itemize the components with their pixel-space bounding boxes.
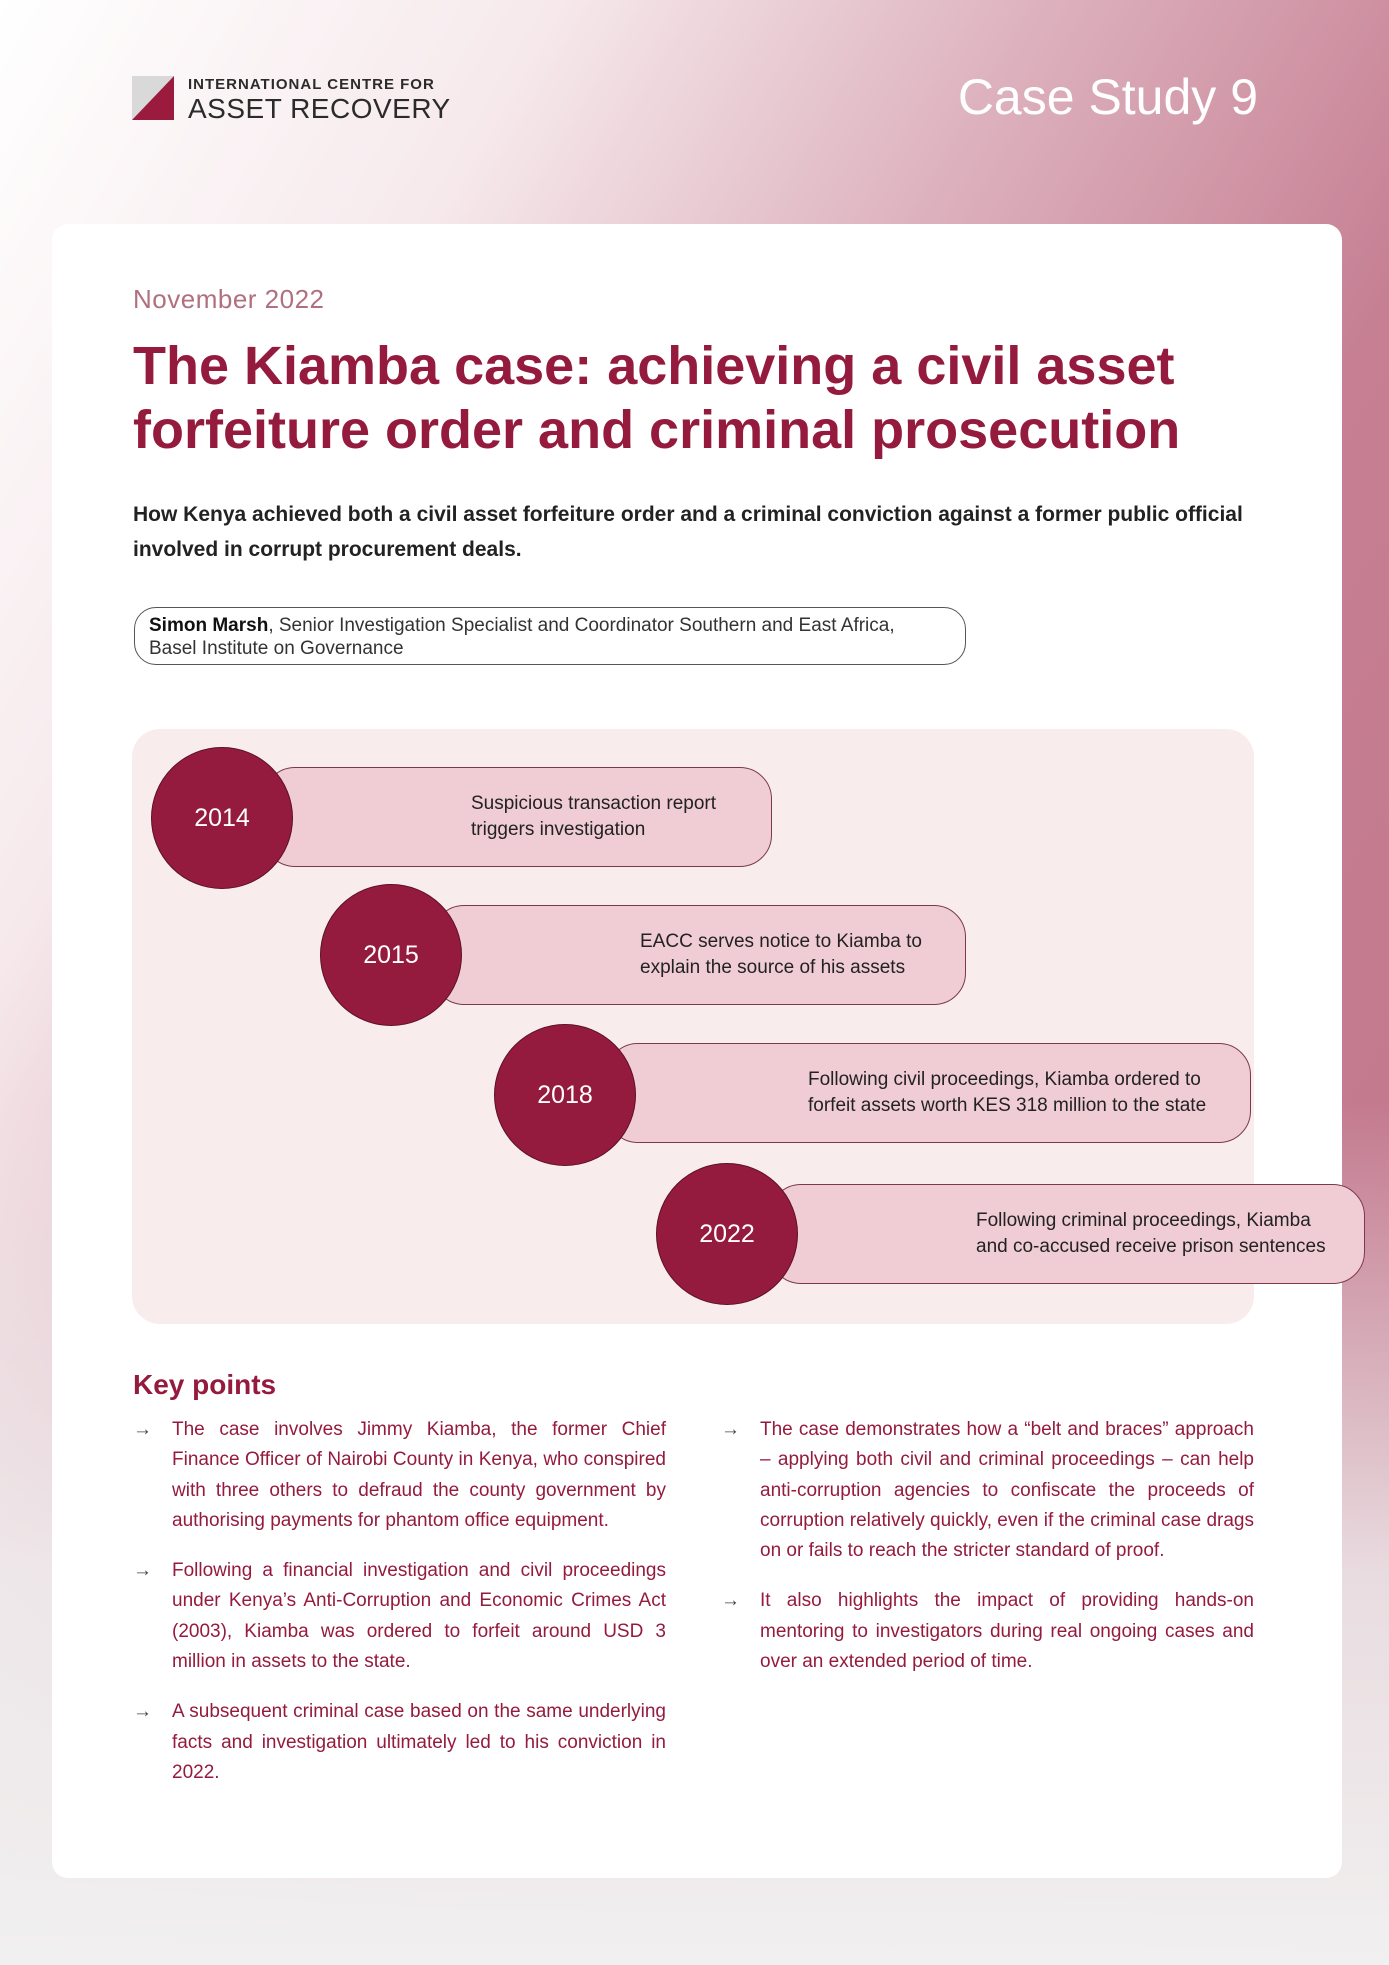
timeline-event: Suspicious transaction report triggers in…	[263, 767, 772, 867]
arrow-right-icon: →	[721, 1419, 740, 1440]
key-points-heading: Key points	[133, 1369, 277, 1400]
key-point-text: The case involves Jimmy Kiamba, the form…	[172, 1419, 666, 1531]
arrow-right-icon: →	[133, 1560, 152, 1582]
arrow-right-icon: →	[133, 1419, 152, 1440]
logo-text-line2: ASSET RECOVERY	[188, 93, 451, 124]
arrow-right-icon: →	[133, 1701, 152, 1723]
title-line-2: forfeiture order and criminal prosecutio…	[133, 400, 1181, 460]
key-point-item: → A subsequent criminal case based on th…	[133, 1697, 666, 1788]
key-point-text: It also highlights the impact of providi…	[760, 1590, 1254, 1673]
key-point-item: → The case demonstrates how a “belt and …	[721, 1415, 1254, 1566]
title-line-1: The Kiamba case: achieving a civil asset	[133, 336, 1175, 396]
timeline-event: Following criminal proceedings, Kiamba an…	[769, 1184, 1365, 1284]
key-points-left-column: → The case involves Jimmy Kiamba, the fo…	[133, 1415, 666, 1808]
timeline-text: and co-accused receive prison sentences	[976, 1236, 1326, 1257]
key-point-item: → Following a financial investigation an…	[133, 1556, 666, 1677]
timeline-year-badge: 2015	[320, 884, 462, 1026]
key-points-right-column: → The case demonstrates how a “belt and …	[721, 1415, 1254, 1697]
author-organisation: Basel Institute on Governance	[149, 638, 404, 659]
page-title: The Kiamba case: achieving a civil asset…	[133, 334, 1283, 462]
author-name: Simon Marsh	[149, 615, 269, 636]
timeline-text: Following civil proceedings, Kiamba orde…	[808, 1069, 1201, 1090]
author-box: Simon Marsh, Senior Investigation Specia…	[134, 607, 966, 665]
timeline-text: triggers investigation	[471, 819, 646, 840]
key-point-item: → The case involves Jimmy Kiamba, the fo…	[133, 1415, 666, 1536]
timeline-year-badge: 2022	[656, 1163, 798, 1305]
key-point-text: Following a financial investigation and …	[172, 1560, 666, 1673]
arrow-right-icon: →	[721, 1590, 740, 1612]
lead-paragraph: How Kenya achieved both a civil asset fo…	[133, 503, 1243, 561]
timeline-text: EACC serves notice to Kiamba to	[640, 931, 922, 952]
timeline-year-badge: 2018	[494, 1024, 636, 1166]
timeline-text: Suspicious transaction report	[471, 793, 717, 814]
timeline-text: forfeit assets worth KES 318 million to …	[808, 1095, 1207, 1116]
timeline-event: Following civil proceedings, Kiamba orde…	[606, 1043, 1251, 1143]
publication-date: November 2022	[133, 284, 325, 314]
logo-text-line1: INTERNATIONAL CENTRE FOR	[188, 76, 435, 93]
timeline-event: EACC serves notice to Kiamba to explain t…	[432, 905, 966, 1005]
timeline-text: explain the source of his assets	[640, 957, 906, 978]
timeline-year-badge: 2014	[151, 747, 293, 889]
timeline-panel: Suspicious transaction report triggers in…	[132, 729, 1365, 1324]
author-role: , Senior Investigation Specialist and Co…	[268, 615, 895, 636]
key-point-text: A subsequent criminal case based on the …	[172, 1701, 666, 1783]
key-point-item: → It also highlights the impact of provi…	[721, 1586, 1254, 1677]
logo-mark-icon	[132, 76, 174, 120]
case-study-label: Case Study 9	[957, 69, 1258, 125]
timeline-text: Following criminal proceedings, Kiamba	[976, 1210, 1311, 1231]
icar-logo: INTERNATIONAL CENTRE FOR ASSET RECOVERY	[132, 76, 450, 126]
key-point-text: The case demonstrates how a “belt and br…	[760, 1419, 1254, 1562]
